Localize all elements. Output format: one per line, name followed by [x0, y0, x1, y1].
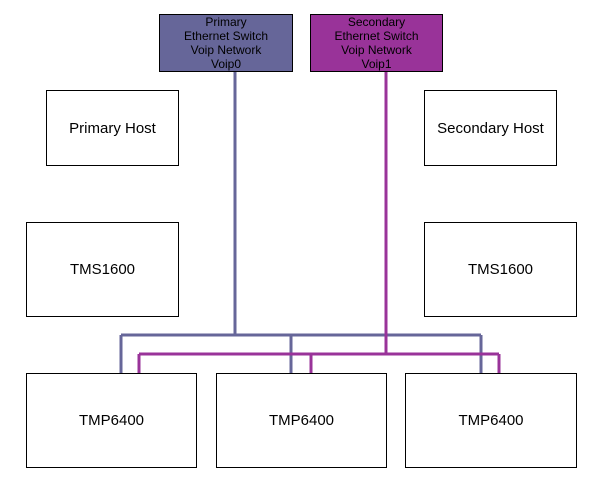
secondary-host-label: Secondary Host: [437, 119, 544, 137]
primary-switch-line-4: Voip0: [210, 57, 242, 71]
secondary-switch-line-2: Ethernet Switch: [334, 29, 419, 43]
secondary-switch-node: Secondary Ethernet Switch Voip Network V…: [310, 14, 443, 72]
tmp-node-2: TMP6400: [216, 373, 387, 468]
tmp-node-1: TMP6400: [26, 373, 197, 468]
primary-switch-node: Primary Ethernet Switch Voip Network Voi…: [159, 14, 293, 72]
tmp-label-1: TMP6400: [78, 412, 145, 429]
tms-right-label: TMS1600: [467, 261, 534, 278]
primary-switch-line-3: Voip Network: [190, 43, 262, 57]
tmp-label-3: TMP6400: [458, 412, 524, 429]
secondary-switch-line-3: Voip Network: [341, 43, 412, 57]
primary-host-node: Primary Host: [46, 90, 179, 166]
secondary-switch-line-4: Voip1: [361, 57, 392, 71]
tms-right-node: TMS1600: [424, 222, 577, 317]
tmp-label-2: TMP6400: [268, 412, 335, 429]
primary-switch-line-2: Ethernet Switch: [183, 29, 269, 43]
tms-left-node: TMS1600: [26, 222, 179, 317]
secondary-switch-line-1: Secondary: [347, 15, 406, 29]
tms-left-label: TMS1600: [69, 261, 136, 278]
primary-switch-line-1: Primary: [205, 15, 247, 29]
voip1-links: [137, 71, 501, 373]
secondary-host-node: Secondary Host: [424, 90, 557, 166]
tmp-node-3: TMP6400: [405, 373, 577, 468]
primary-host-label: Primary Host: [69, 119, 156, 137]
